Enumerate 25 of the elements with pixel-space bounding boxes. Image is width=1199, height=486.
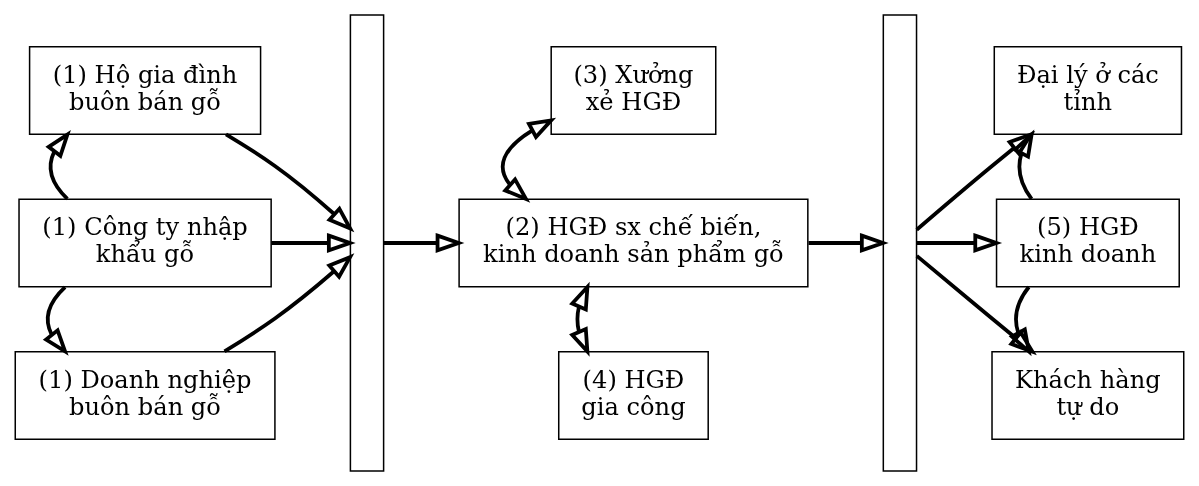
arrow (915, 254, 1037, 356)
arrow (808, 232, 889, 254)
arrow (569, 281, 590, 357)
node-box: (1) Công ty nhập khẩu gỗ (18, 198, 272, 288)
node-box: Khách hàng tự do (991, 350, 1185, 440)
node-bar (349, 14, 385, 472)
node-box: (4) HGĐ gia công (558, 350, 709, 440)
node-box: Đại lý ở các tỉnh (993, 46, 1183, 136)
arrow (500, 117, 557, 203)
node-box: (1) Hộ gia đình buôn bán gỗ (28, 46, 262, 136)
node-bar (882, 14, 918, 472)
arrow (42, 285, 69, 356)
arrow (271, 232, 356, 254)
arrow (916, 232, 1003, 254)
arrow (45, 130, 71, 201)
arrow (383, 232, 465, 254)
node-box: (3) Xưởng xẻ HGĐ (550, 46, 717, 136)
node-box: (5) HGĐ kinh doanh (995, 198, 1180, 288)
arrow (1011, 129, 1035, 200)
arrow (1008, 285, 1032, 357)
arrow (225, 132, 355, 233)
arrow (223, 253, 355, 353)
node-box: (2) HGĐ sx chế biến, kinh doanh sản phẩm gỗ (458, 198, 809, 288)
arrow (915, 131, 1036, 232)
node-box: (1) Doanh nghiệp buôn bán gỗ (14, 350, 276, 440)
